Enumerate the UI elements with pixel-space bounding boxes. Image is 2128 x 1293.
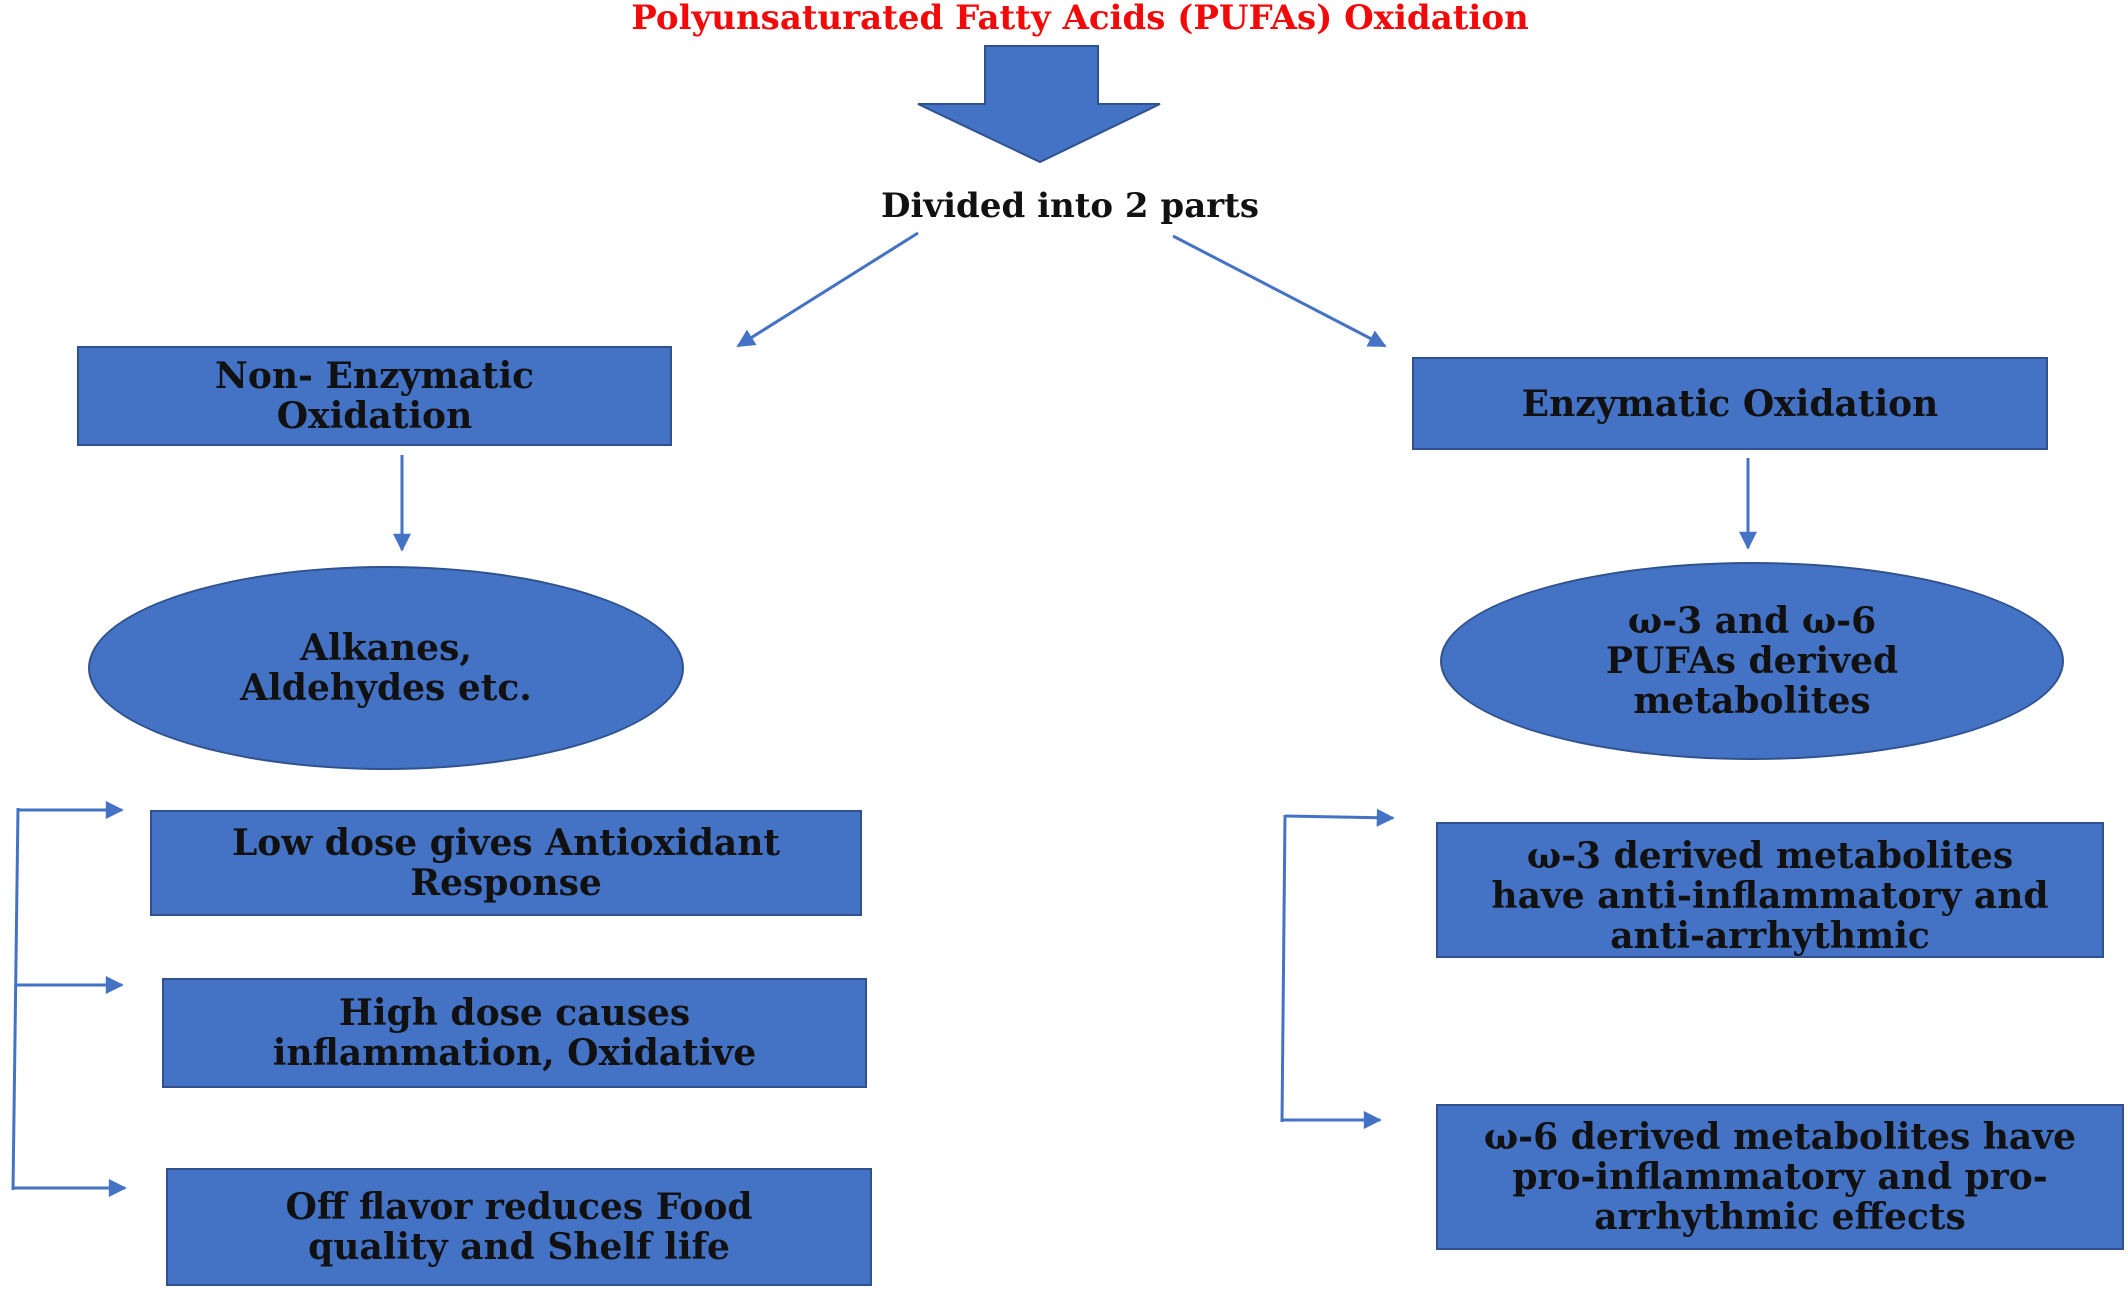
pufa-metabolites-ellipse: ω-3 and ω-6 PUFAs derived metabolites bbox=[1440, 562, 2064, 760]
off-flavor-effect-label: Off flavor reduces Food quality and Shel… bbox=[285, 1186, 753, 1268]
alkanes-aldehydes-label: Alkanes, Aldehydes etc. bbox=[240, 627, 532, 709]
pufa-metabolites-label: ω-3 and ω-6 PUFAs derived metabolites bbox=[1605, 600, 1899, 722]
high-dose-effect-box: High dose causes inflammation, Oxidative bbox=[162, 978, 867, 1088]
diagram-title: Polyunsaturated Fatty Acids (PUFAs) Oxid… bbox=[631, 0, 1529, 38]
enzymatic-oxidation-label: Enzymatic Oxidation bbox=[1521, 382, 1939, 425]
non-enzymatic-oxidation-box: Non- Enzymatic Oxidation bbox=[77, 346, 672, 446]
left-effects-connector bbox=[11, 801, 127, 1197]
omega3-effect-label: ω-3 derived metabolites have anti-inflam… bbox=[1491, 835, 2049, 957]
omega3-effect-box: ω-3 derived metabolites have anti-inflam… bbox=[1436, 822, 2104, 958]
omega6-effect-label: ω-6 derived metabolites have pro-inflamm… bbox=[1483, 1116, 2077, 1238]
low-dose-effect-box: Low dose gives Antioxidant Response bbox=[150, 810, 862, 916]
split-arrow-left bbox=[736, 231, 919, 348]
off-flavor-effect-box: Off flavor reduces Food quality and Shel… bbox=[166, 1168, 872, 1286]
main-down-arrow bbox=[917, 45, 1161, 164]
omega6-effect-box: ω-6 derived metabolites have pro-inflamm… bbox=[1436, 1104, 2124, 1250]
right-effects-connector bbox=[1280, 808, 1395, 1129]
non-enzymatic-oxidation-label: Non- Enzymatic Oxidation bbox=[214, 355, 535, 437]
split-label: Divided into 2 parts bbox=[880, 186, 1259, 226]
split-arrow-right bbox=[1172, 234, 1387, 348]
alkanes-aldehydes-ellipse: Alkanes, Aldehydes etc. bbox=[88, 566, 684, 770]
high-dose-effect-label: High dose causes inflammation, Oxidative bbox=[272, 992, 757, 1074]
low-dose-effect-label: Low dose gives Antioxidant Response bbox=[231, 822, 781, 904]
enzymatic-oxidation-box: Enzymatic Oxidation bbox=[1412, 357, 2048, 450]
